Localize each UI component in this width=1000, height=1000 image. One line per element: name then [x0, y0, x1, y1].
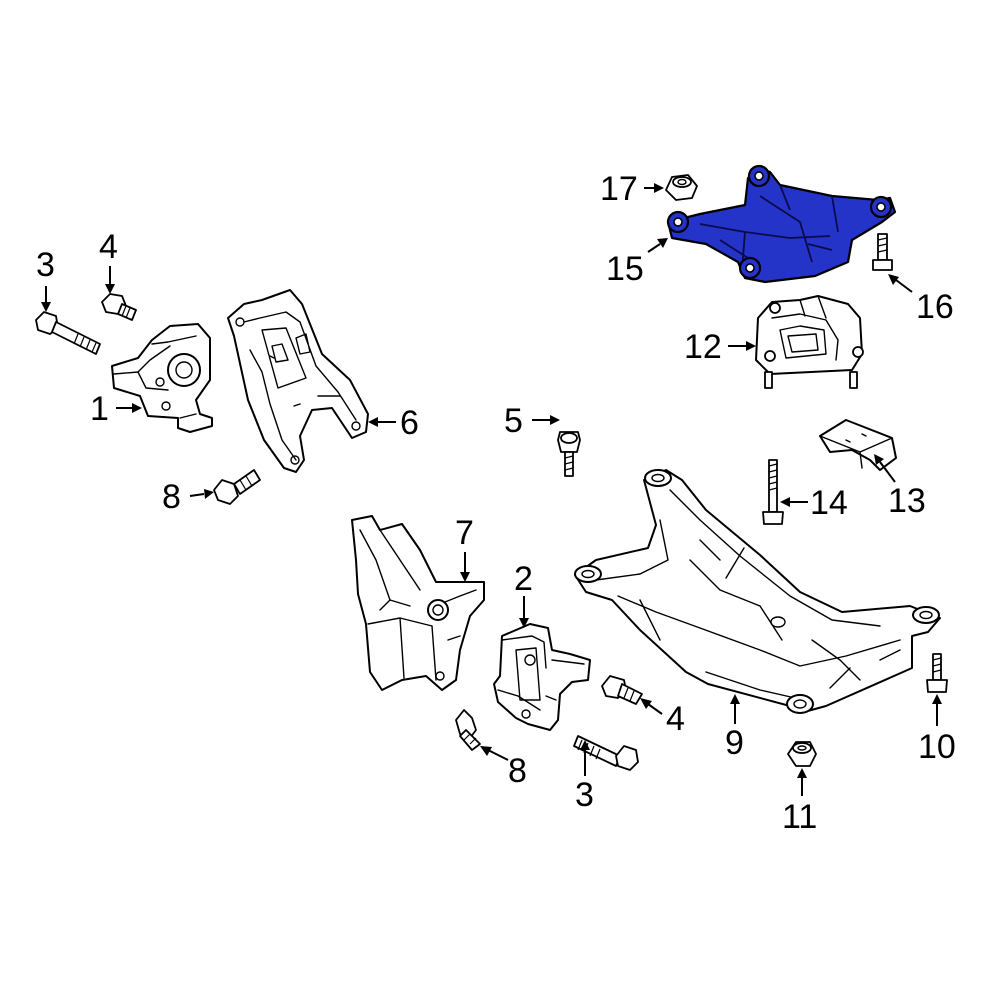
part-8-bolt-lower[interactable]	[455, 709, 481, 751]
callout-3-lower: 3	[575, 740, 594, 814]
callout-4-upper: 4	[99, 228, 118, 294]
callout-4-lower: 4	[640, 698, 685, 738]
callout-9: 9	[725, 694, 744, 762]
callout-label: 3	[575, 776, 594, 814]
part-3-long-bolt-lower[interactable]	[573, 735, 639, 771]
callout-7: 7	[455, 514, 474, 582]
part-12-transmission-mount[interactable]	[755, 295, 864, 389]
part-13-bracket[interactable]	[819, 419, 897, 471]
callout-6: 6	[368, 404, 419, 442]
callout-17: 17	[600, 170, 664, 208]
callout-label: 8	[162, 478, 181, 516]
callout-1: 1	[90, 390, 142, 428]
callout-label: 2	[514, 560, 533, 598]
part-16-bolt[interactable]	[872, 233, 893, 271]
callout-3-upper: 3	[36, 246, 55, 312]
part-6-bracket[interactable]	[227, 289, 369, 473]
callout-label: 1	[90, 390, 109, 428]
callout-label: 14	[810, 484, 848, 522]
part-17-nut[interactable]	[665, 174, 698, 201]
callout-label: 4	[666, 700, 685, 738]
part-4-bolt-lower[interactable]	[601, 675, 643, 705]
callout-label: 12	[684, 328, 722, 366]
callout-5: 5	[504, 402, 560, 440]
callout-12: 12	[684, 328, 756, 366]
callout-14: 14	[780, 484, 848, 522]
callout-label: 3	[36, 246, 55, 284]
callout-label: 9	[725, 724, 744, 762]
callout-label: 16	[916, 288, 954, 326]
part-4-bolt-upper[interactable]	[101, 293, 137, 321]
callout-8-lower: 8	[480, 746, 527, 790]
callout-13: 13	[874, 454, 926, 520]
part-1-engine-mount[interactable]	[111, 323, 213, 433]
part-9-subframe[interactable]	[574, 469, 941, 714]
part-2-engine-mount[interactable]	[493, 623, 591, 731]
callout-2: 2	[514, 560, 533, 628]
part-15-transmission-crossmember[interactable]	[666, 164, 897, 284]
callout-16: 16	[888, 274, 954, 326]
part-8-bolt-upper[interactable]	[213, 469, 261, 505]
part-11-nut[interactable]	[787, 741, 817, 767]
callout-label: 7	[455, 514, 474, 552]
part-7-bracket[interactable]	[351, 515, 485, 691]
callout-label: 17	[600, 170, 638, 208]
part-3-long-bolt-upper[interactable]	[35, 311, 101, 355]
part-14-long-bolt[interactable]	[762, 459, 784, 525]
part-10-bolt[interactable]	[926, 653, 948, 693]
callout-15: 15	[606, 238, 668, 288]
callout-label: 5	[504, 402, 523, 440]
callout-label: 11	[782, 798, 817, 836]
callout-label: 8	[508, 752, 527, 790]
callout-label: 13	[888, 482, 926, 520]
callout-label: 15	[606, 250, 644, 288]
callout-10: 10	[918, 694, 956, 766]
part-5-bolt[interactable]	[557, 431, 581, 477]
callout-label: 4	[99, 228, 118, 266]
callout-11: 11	[782, 768, 817, 836]
callout-8-upper: 8	[162, 478, 214, 516]
callout-label: 10	[918, 728, 956, 766]
callout-label: 6	[400, 404, 419, 442]
